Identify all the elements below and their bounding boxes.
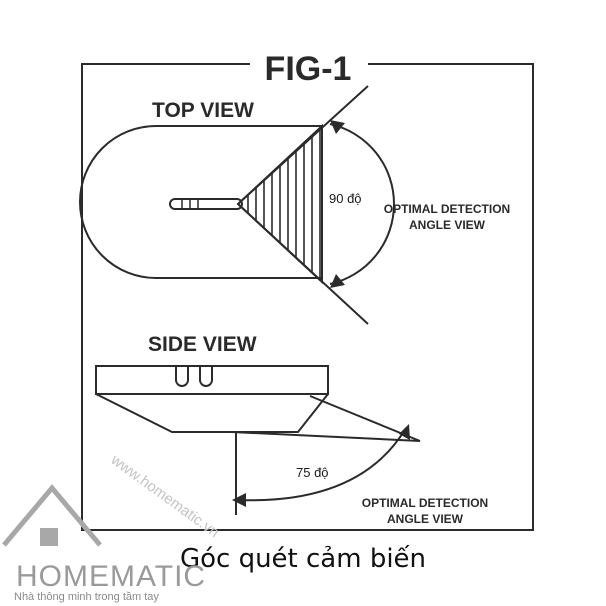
side-view-detection-label-1: OPTIMAL DETECTION [362,496,488,510]
caption: Góc quét cảm biến [179,544,427,574]
side-view-detection-label-2: ANGLE VIEW [387,512,464,526]
arrow-up-icon [330,120,345,134]
side-view-sensor-pin [199,367,213,387]
top-view-detection-label-1: OPTIMAL DETECTION [384,202,510,216]
detection-zone-hatching [247,127,321,281]
side-view-label: SIDE VIEW [148,333,257,356]
top-view-label: TOP VIEW [152,99,254,122]
house-logo-icon [2,484,102,547]
side-view-housing-body [95,393,329,433]
figure-title: FIG-1 [265,50,352,88]
figure-frame [81,63,534,531]
top-view-housing [79,125,322,279]
side-view-angle-value: 75 độ [296,465,329,480]
top-view-upper-boundary [237,85,369,205]
brand-logo-text: HOMEMATIC [16,560,207,593]
side-view-angle-arc [235,427,407,502]
top-view-detection-label-2: ANGLE VIEW [409,218,486,232]
side-view-boundary-top [231,431,421,442]
top-view-angle-value: 90 độ [329,191,362,206]
side-view-sensor-pin [175,367,189,387]
arrow-down-icon [330,274,345,288]
arrow-up-icon [399,424,410,440]
top-view-lower-boundary [237,203,369,325]
arrow-left-icon [232,493,246,507]
top-view-sensor-probe [169,198,243,210]
brand-tagline: Nhà thông minh trong tầm tay [14,591,159,603]
side-view-mount-plate [95,365,329,395]
watermark-url: www.homematic.vn [107,451,222,541]
top-view-angle-arc [329,123,395,285]
